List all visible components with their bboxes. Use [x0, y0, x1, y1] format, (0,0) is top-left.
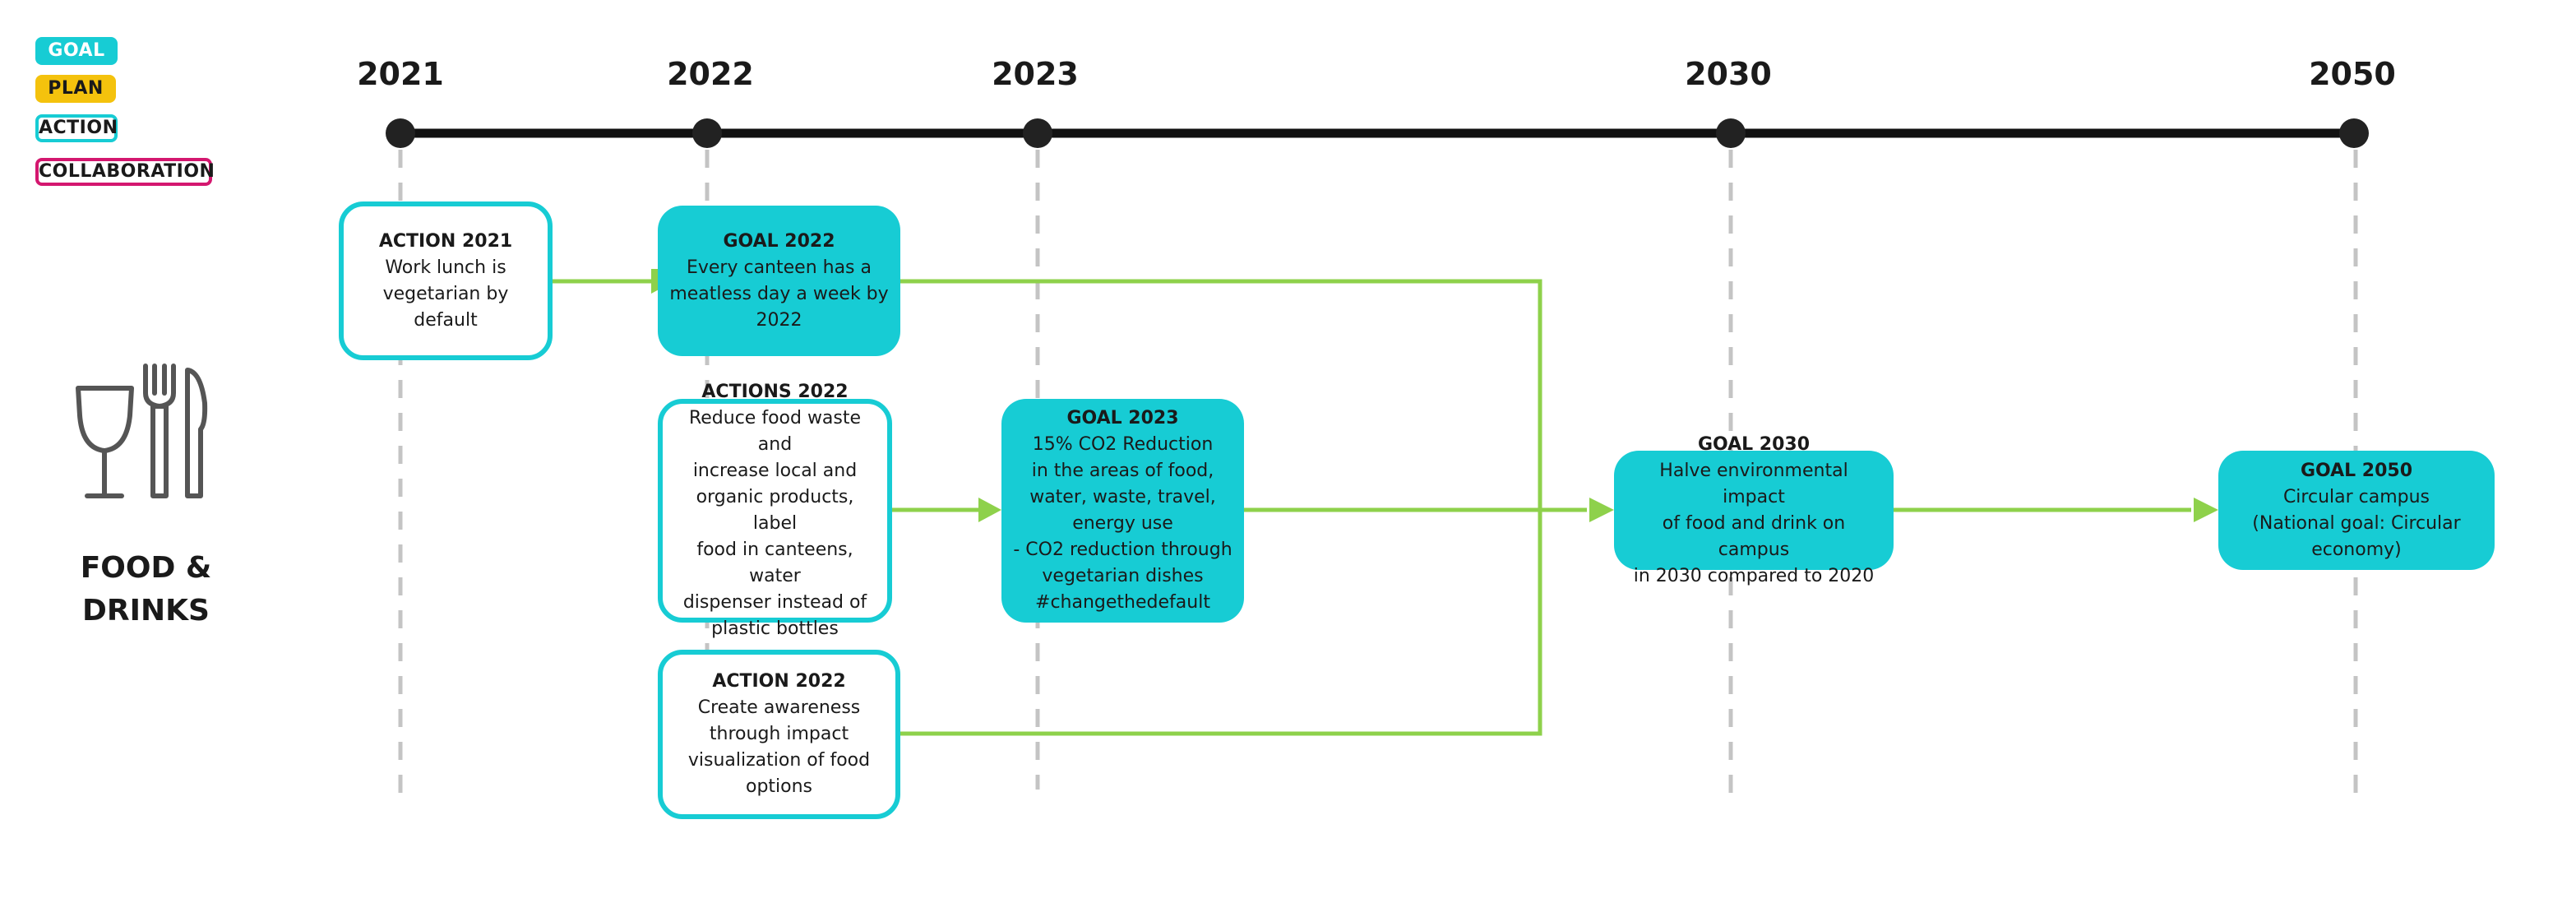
year-label-2023: 2023: [992, 56, 1079, 92]
actions-2022-card: ACTIONS 2022 Reduce food waste and incre…: [658, 382, 892, 639]
goal-2023-card: GOAL 2023 15% CO2 Reduction in the areas…: [1001, 399, 1244, 623]
goal-2022-card: GOAL 2022 Every canteen has a meatless d…: [658, 206, 900, 356]
year-label-2022: 2022: [667, 56, 754, 92]
year-label-2021: 2021: [357, 56, 444, 92]
card-text: 15% CO2 Reduction in the areas of food, …: [1013, 434, 1233, 613]
card-title: GOAL 2030: [1697, 433, 1811, 455]
card-title: ACTION 2021: [378, 230, 513, 252]
card-text: Reduce food waste and increase local and…: [682, 408, 867, 639]
card-title: ACTION 2022: [712, 671, 846, 692]
action-2021-card: ACTION 2021 Work lunch is vegetarian by …: [339, 201, 553, 360]
card-text: Every canteen has a meatless day a week …: [669, 257, 889, 331]
year-label-2030: 2030: [1685, 56, 1772, 92]
timeline-node-2021: [386, 118, 415, 148]
card-text: Work lunch is vegetarian by default: [382, 257, 509, 331]
legend-goal-badge: GOAL: [35, 37, 118, 65]
legend-collaboration-badge: COLLABORATION: [35, 158, 215, 186]
card-title: GOAL 2022: [723, 230, 835, 252]
card-text: Create awareness through impact visualiz…: [687, 697, 871, 797]
arrowhead-goal2030: [1589, 498, 1614, 522]
timeline-node-2050: [2339, 118, 2369, 148]
timeline-node-2022: [692, 118, 722, 148]
arrowhead-goal2023: [978, 498, 1001, 522]
card-text: Halve environmental impact of food and d…: [1633, 460, 1875, 586]
legend-action-badge: ACTION: [35, 114, 118, 142]
card-title: GOAL 2050: [2300, 460, 2413, 481]
action-2022-card: ACTION 2022 Create awareness through imp…: [658, 650, 900, 819]
legend-plan-badge: PLAN: [35, 75, 116, 103]
card-text: Circular campus (National goal: Circular…: [2252, 486, 2461, 560]
arrowhead-goal2050: [2194, 498, 2218, 522]
wine-glass-fork-knife-icon: [76, 364, 208, 498]
timeline-node-2030: [1716, 118, 1746, 148]
card-title: ACTIONS 2022: [701, 382, 849, 402]
card-title: GOAL 2023: [1066, 408, 1179, 428]
goal-2050-card: GOAL 2050 Circular campus (National goal…: [2218, 451, 2495, 570]
goal-2030-card: GOAL 2030 Halve environmental impact of …: [1614, 434, 1894, 586]
connector-action2022-goal2030: [900, 510, 1542, 736]
connector-goal2022-goal2030: [900, 279, 1542, 510]
timeline-node-2023: [1023, 118, 1052, 148]
category-label: FOOD & DRINKS: [80, 551, 212, 628]
year-label-2050: 2050: [2309, 56, 2396, 92]
